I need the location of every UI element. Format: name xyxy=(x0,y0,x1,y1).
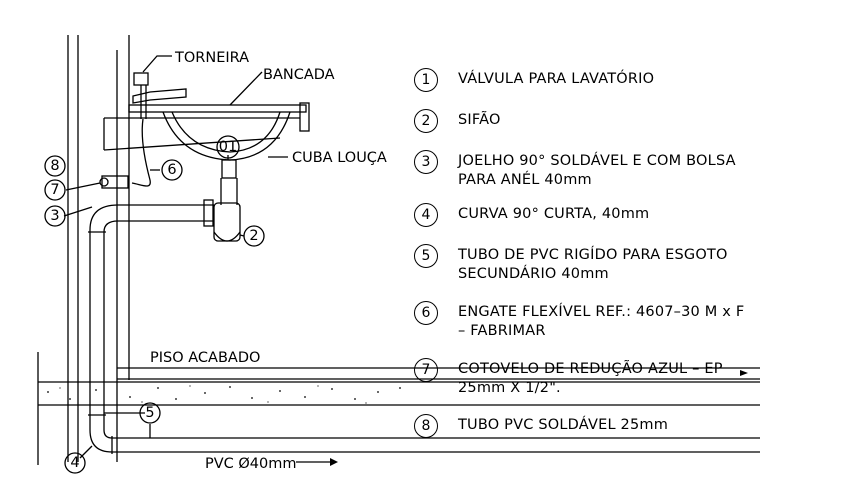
legend-text: TUBO DE PVC RIGÍDO PARA ESGOTO SECUNDÁRI… xyxy=(458,247,728,282)
legend-item-5: 5 TUBO DE PVC RIGÍDO PARA ESGOTO SECUNDÁ… xyxy=(414,244,728,284)
basin-inner xyxy=(171,111,281,153)
elbow-top xyxy=(89,204,119,231)
legend-number: 5 xyxy=(414,244,438,268)
legend-number: 8 xyxy=(414,414,438,438)
callout-6: 6 xyxy=(167,162,176,178)
legend-number: 4 xyxy=(414,203,438,227)
legend-item-1: 1 VÁLVULA PARA LAVATÓRIO xyxy=(414,68,655,92)
legend-number: 6 xyxy=(414,301,438,325)
legend-item-8: 8 TUBO PVC SOLDÁVEL 25mm xyxy=(414,414,669,438)
reducer-elbow-cap xyxy=(99,177,109,187)
flexible-hose xyxy=(131,118,151,187)
concrete-hatch xyxy=(47,385,401,404)
callout-2: 2 xyxy=(249,228,258,244)
legend-item-3: 3 JOELHO 90° SOLDÁVEL E COM BOLSA PARA A… xyxy=(414,150,736,190)
callout-8: 8 xyxy=(50,158,59,174)
reducer-elbow xyxy=(101,175,129,189)
legend-text: JOELHO 90° SOLDÁVEL E COM BOLSA PARA ANÉ… xyxy=(458,153,736,188)
legend-item-6: 6 ENGATE FLEXÍVEL REF.: 4607–30 M x F – … xyxy=(414,301,745,341)
legend-text: VÁLVULA PARA LAVATÓRIO xyxy=(458,71,655,87)
branch-fitting xyxy=(203,199,214,227)
callout-3: 3 xyxy=(50,208,59,224)
callout-circle-01 xyxy=(216,135,240,159)
elbow-top-inner xyxy=(103,220,119,233)
leader-2 xyxy=(239,234,245,237)
callout-circle-2 xyxy=(243,225,265,247)
callout-circle-4 xyxy=(64,452,86,474)
callout-circle-6 xyxy=(161,159,183,181)
legend-text: COTOVELO DE REDUÇÃO AZUL – EP 25mm X 1/2… xyxy=(458,361,723,396)
label-pvc: PVC Ø40mm xyxy=(205,456,297,472)
faucet xyxy=(132,88,187,104)
label-torneira: TORNEIRA xyxy=(174,50,249,66)
label-piso: PISO ACABADO xyxy=(150,350,260,366)
leader-7 xyxy=(65,182,101,191)
legend-number: 2 xyxy=(414,109,438,133)
legend-number: 3 xyxy=(414,150,438,174)
faucet-handle xyxy=(133,72,149,86)
legend-text: SIFÃO xyxy=(458,112,501,128)
callout-4: 4 xyxy=(70,455,79,471)
legend-item-4: 4 CURVA 90° CURTA, 40mm xyxy=(414,203,650,227)
callout-circle-3 xyxy=(44,205,66,227)
label-cuba: CUBA LOUÇA xyxy=(292,150,387,166)
callout-circle-8 xyxy=(44,155,66,177)
drain-valve xyxy=(221,159,237,179)
callout-7: 7 xyxy=(50,182,59,198)
legend-item-2: 2 SIFÃO xyxy=(414,109,501,133)
leader-3 xyxy=(63,206,93,217)
elbow-bottom-inner xyxy=(103,429,113,439)
pvc-arrow-head xyxy=(330,458,338,466)
legend-number: 7 xyxy=(414,358,438,382)
label-bancada: BANCADA xyxy=(263,67,335,83)
callout-circle-5 xyxy=(139,402,161,424)
elbow-bottom xyxy=(89,429,113,453)
legend-text: ENGATE FLEXÍVEL REF.: 4607–30 M x F – FA… xyxy=(458,304,745,339)
callout-5: 5 xyxy=(145,405,154,421)
trap-body xyxy=(213,202,241,242)
counter-slab xyxy=(128,104,307,113)
callout-circle-7 xyxy=(44,179,66,201)
legend-text: TUBO PVC SOLDÁVEL 25mm xyxy=(458,417,669,433)
leader-torneira xyxy=(142,55,172,73)
counter-apron xyxy=(103,137,281,151)
trap-bottom xyxy=(213,231,241,242)
callout-01: 01 xyxy=(219,139,237,155)
leader-bancada xyxy=(229,71,263,106)
legend-number: 1 xyxy=(414,68,438,92)
counter-edge xyxy=(299,102,310,132)
floor-arrow-head xyxy=(740,370,748,376)
legend-text: CURVA 90° CURTA, 40mm xyxy=(458,206,650,222)
legend-item-7: 7 COTOVELO DE REDUÇÃO AZUL – EP 25mm X 1… xyxy=(414,358,723,398)
